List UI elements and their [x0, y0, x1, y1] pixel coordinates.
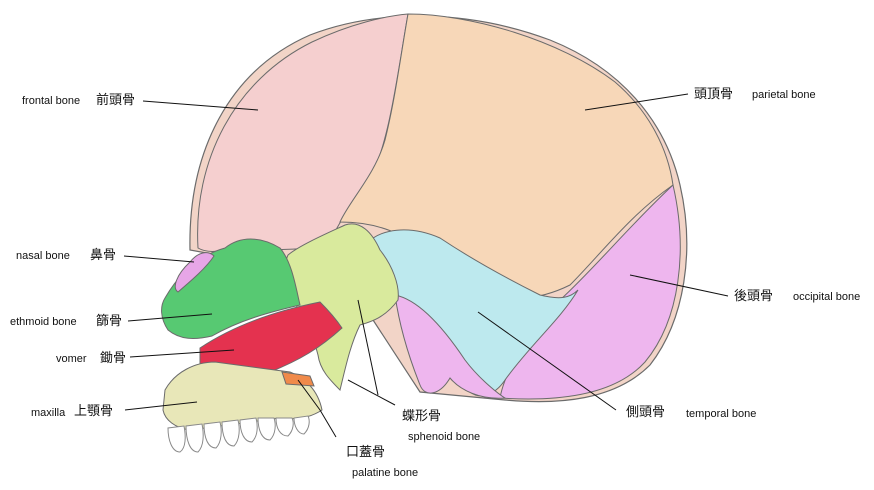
label-palatine-jp: 口蓋骨 [346, 446, 385, 459]
palatine-region [282, 372, 314, 386]
label-temporal-jp: 側頭骨 [626, 406, 665, 419]
label-vomer-en: vomer [56, 354, 87, 365]
leader-nasal [124, 256, 194, 262]
label-maxilla-jp: 上顎骨 [74, 405, 113, 418]
label-ethmoid-en: ethmoid bone [10, 317, 77, 328]
label-sphenoid-jp: 蝶形骨 [402, 410, 441, 423]
label-frontal-en: frontal bone [22, 96, 80, 107]
label-nasal-en: nasal bone [16, 251, 70, 262]
label-sphenoid-en: sphenoid bone [408, 432, 480, 443]
label-vomer-jp: 鋤骨 [100, 352, 126, 365]
label-occipital-en: occipital bone [793, 292, 860, 303]
label-temporal-en: temporal bone [686, 409, 756, 420]
label-occipital-jp: 後頭骨 [734, 290, 773, 303]
label-palatine-en: palatine bone [352, 468, 418, 479]
label-parietal-en: parietal bone [752, 90, 816, 101]
label-nasal-jp: 鼻骨 [90, 249, 116, 262]
label-maxilla-en: maxilla [31, 408, 65, 419]
label-ethmoid-jp: 篩骨 [96, 315, 122, 328]
label-frontal-jp: 前頭骨 [96, 94, 135, 107]
label-parietal-jp: 頭頂骨 [694, 88, 733, 101]
leader-sphenoid-2 [348, 380, 395, 405]
